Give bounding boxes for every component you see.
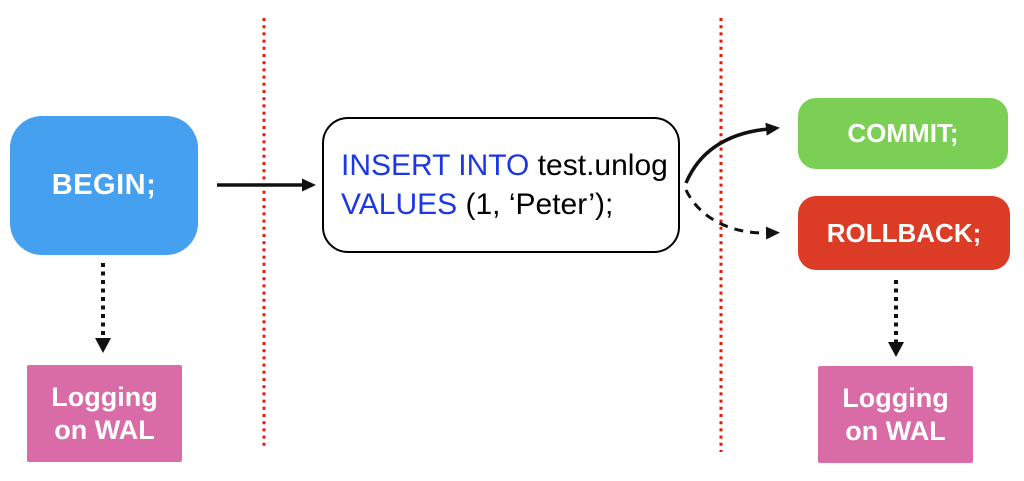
rollback-node: ROLLBACK; (798, 196, 1010, 270)
arrow-insert-to-rollback (684, 189, 780, 240)
sql-keyword-values: VALUES (341, 188, 466, 221)
begin-node: BEGIN; (10, 116, 198, 255)
commit-node: COMMIT; (798, 98, 1008, 169)
sql-line-1: INSERT INTO test.unlog (341, 146, 668, 185)
wal-left-line2: on WAL (54, 414, 155, 445)
sql-table-name: test.unlog (537, 149, 668, 182)
wal-right-line1: Logging (842, 382, 949, 413)
wal-logging-node-left: Logging on WAL (27, 365, 182, 462)
begin-label: BEGIN; (51, 169, 157, 201)
arrow-insert-to-commit (684, 122, 780, 184)
rollback-label: ROLLBACK; (826, 217, 982, 248)
commit-label: COMMIT; (847, 118, 959, 148)
sql-line-2: VALUES (1, ‘Peter’); (341, 185, 613, 224)
sql-keyword-insert-into: INSERT INTO (341, 149, 538, 182)
wal-right-line2: on WAL (845, 415, 946, 446)
wal-left-line1: Logging (51, 381, 158, 412)
sql-values-tuple: (1, ‘Peter’); (465, 188, 614, 221)
insert-statement-node: INSERT INTO test.unlog VALUES (1, ‘Peter… (322, 117, 680, 253)
wal-logging-node-right: Logging on WAL (818, 366, 973, 463)
